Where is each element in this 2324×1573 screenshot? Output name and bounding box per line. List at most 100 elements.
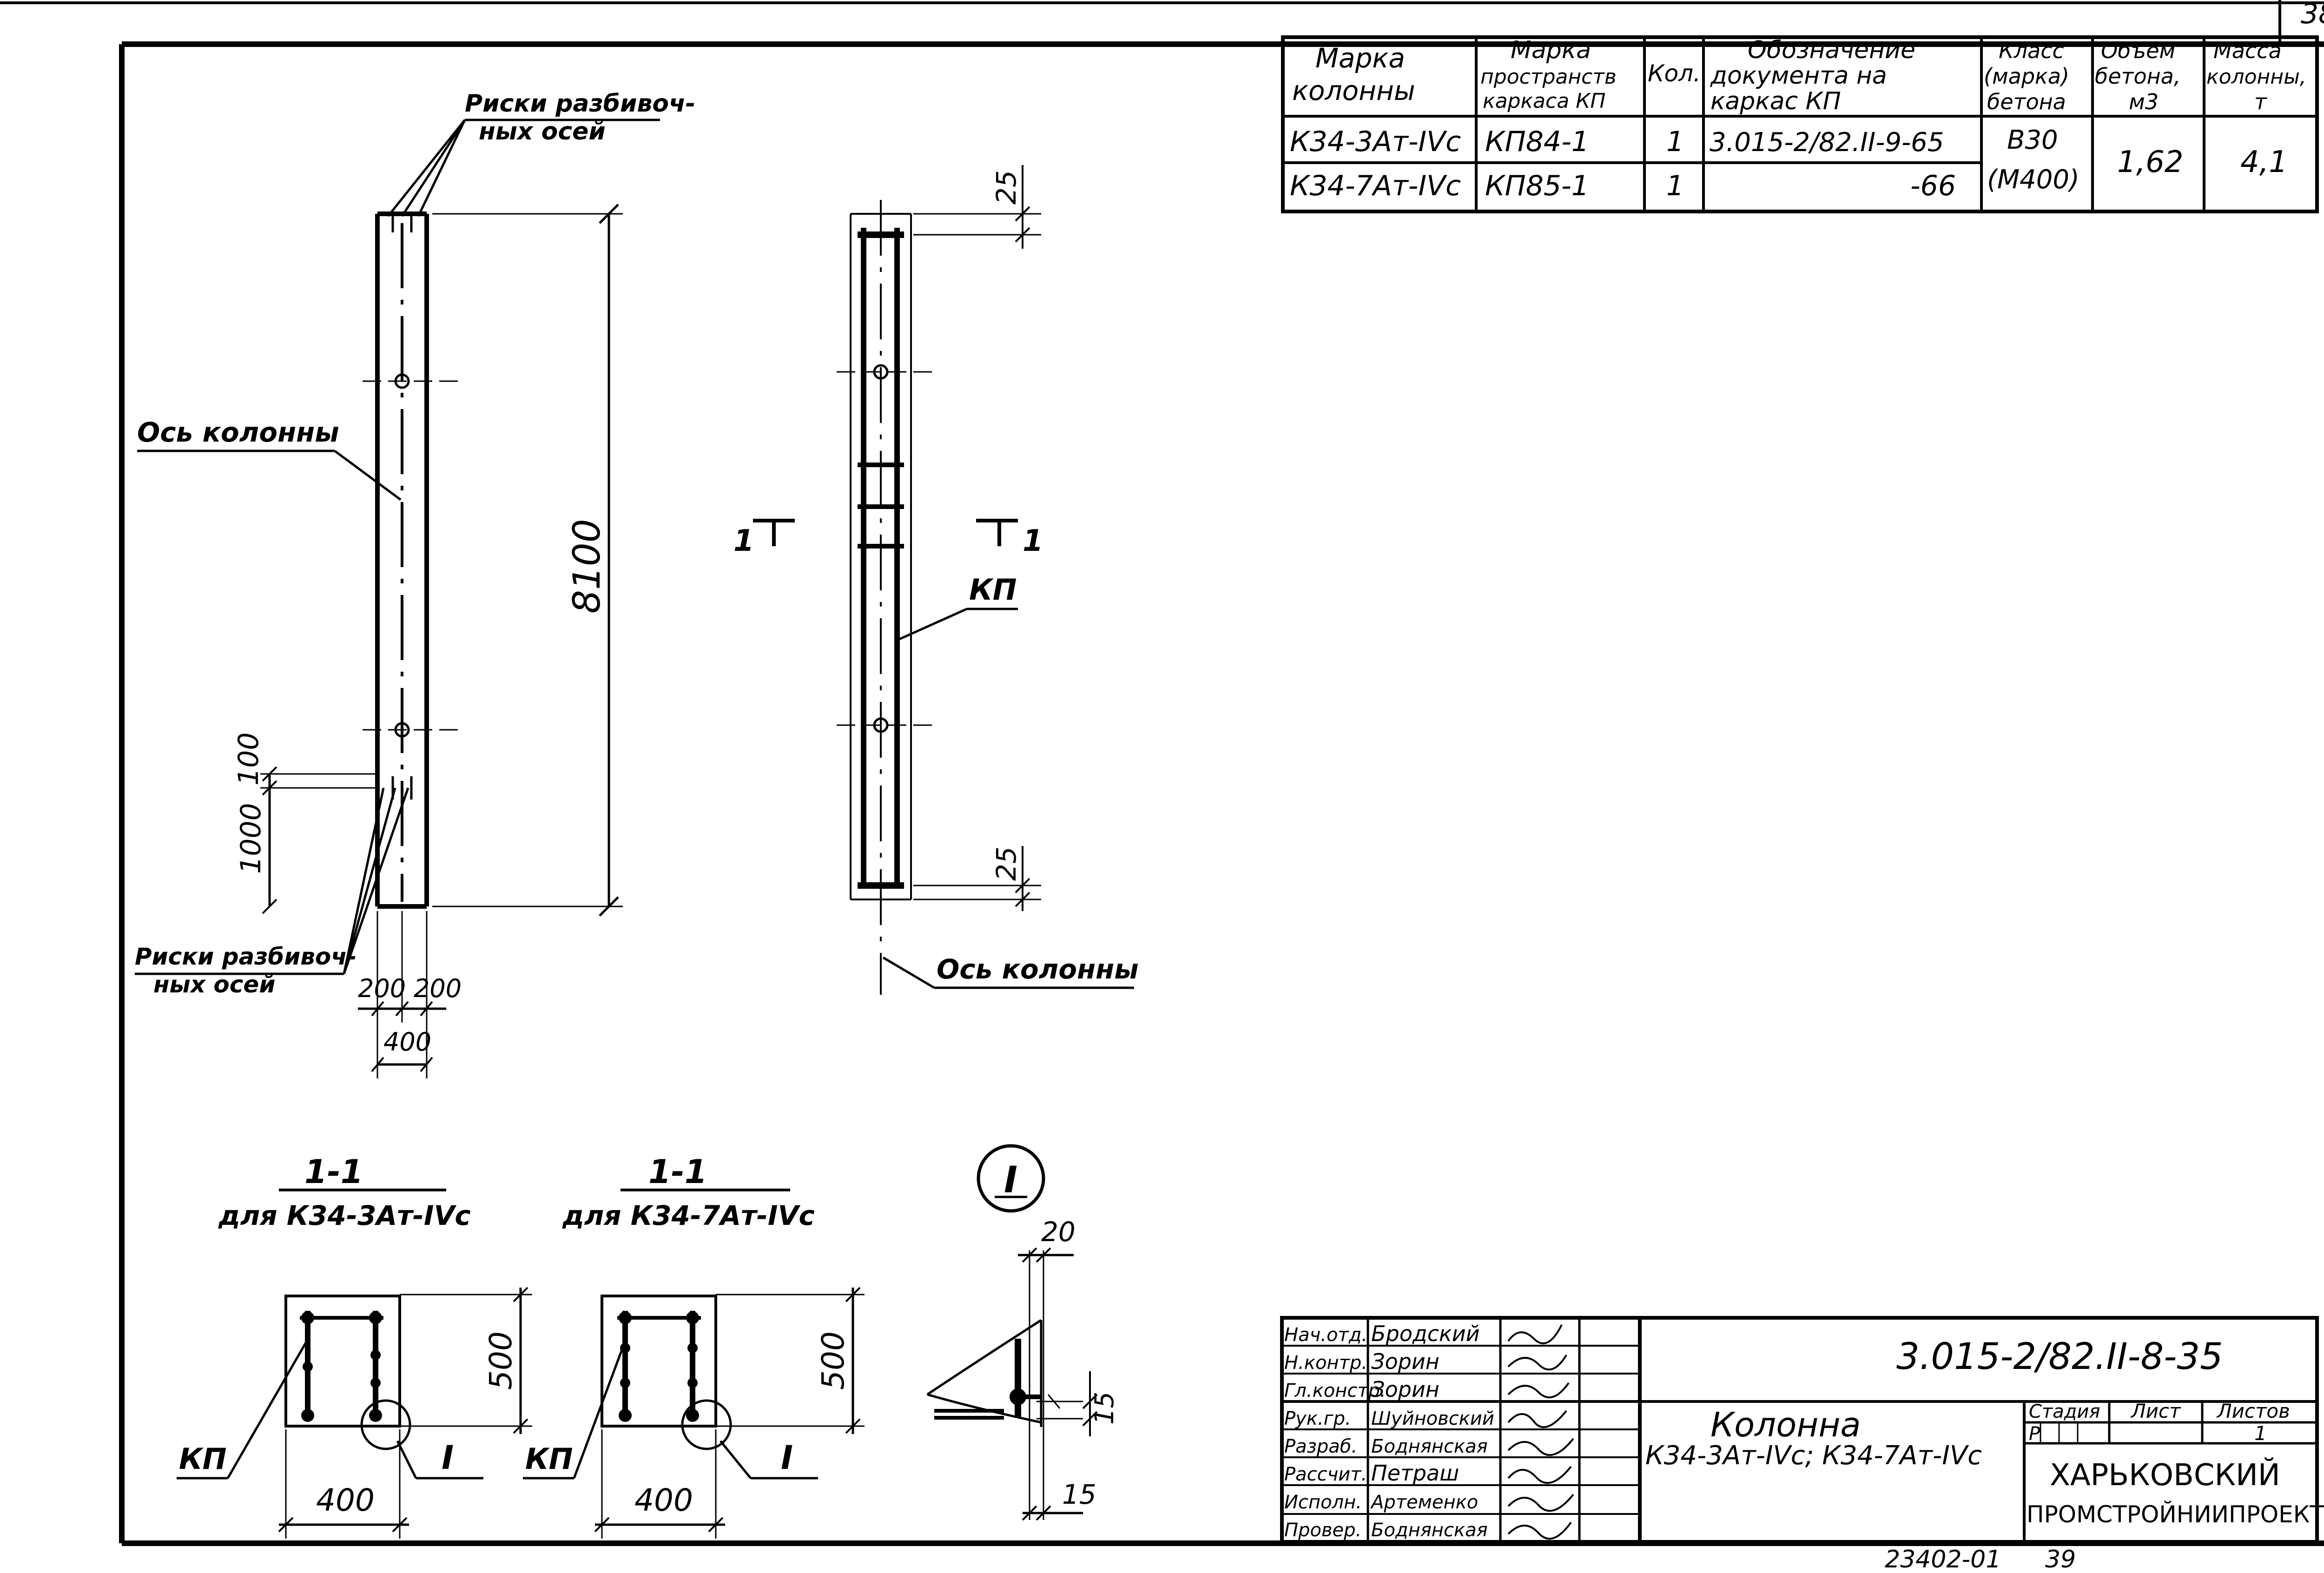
org-name-line1: ХАРЬКОВСКИЙ [2050, 1457, 2280, 1493]
row1-doc: 3.015-2/82.II-9-65 [1710, 127, 1944, 158]
spec-header-row: Марка колонны Марка пространств каркаса … [1292, 36, 2306, 115]
item-name: Колонна [1710, 1405, 1861, 1444]
page-number: 39 [2045, 1546, 2076, 1573]
sheet-header: Лист [2130, 1400, 2181, 1422]
role-calculator: Рассчит. [1284, 1464, 1367, 1485]
header-class-3: бетона [1987, 89, 2066, 114]
label-axis-marks-bottom-1: Риски разбивоч- [135, 943, 357, 970]
header-frame-mark-3: каркаса КП [1483, 89, 1605, 113]
detail-dim-20: 20 [1041, 1216, 1076, 1248]
role-checker: Провер. [1284, 1520, 1361, 1541]
name-chief-designer: Зорин [1371, 1377, 1439, 1402]
section-1-detail-ref: I [442, 1439, 454, 1477]
name-executor: Артеменко [1370, 1492, 1478, 1513]
org-name-line2: ПРОМСТРОЙНИИПРОЕКТ [2027, 1500, 2324, 1528]
role-developer: Разраб. [1284, 1436, 1357, 1457]
dim-25-top: 25 [990, 170, 1022, 205]
stage-value: Р [2029, 1423, 2040, 1445]
archive-number: 23402-01 [1885, 1546, 2001, 1573]
section-1-title: 1-1 [304, 1153, 363, 1191]
header-column-mark-2: колонны [1292, 75, 1415, 106]
spec-table: Марка колонны Марка пространств каркаса … [1281, 35, 2319, 213]
concrete-grade: (М400) [1987, 165, 2080, 195]
section-1-dim-500: 500 [483, 1331, 519, 1390]
signatures [1507, 1324, 1574, 1540]
label-axis-marks-bottom-2: ных осей [153, 971, 275, 998]
row2-qty: 1 [1666, 170, 1684, 202]
row2-column-mark: К34-7Ат-IVс [1290, 170, 1461, 202]
header-mass-1: Масса [2213, 38, 2282, 63]
concrete-class: В30 [2007, 125, 2058, 155]
section-2-dim-400: 400 [634, 1482, 693, 1518]
row2-frame-mark: КП85-1 [1485, 170, 1589, 202]
dim-200-right: 200 [414, 974, 462, 1003]
label-axis-marks-top-2: ных осей [479, 118, 606, 145]
footer: 23402-01 39 [1885, 1546, 2076, 1573]
column-elevation: Риски разбивоч- ных осей Ось колонны Рис… [135, 90, 695, 1078]
section-2-subtitle: для К34-7Ат-IVс [562, 1200, 815, 1231]
detail-i: I 20 15 15 [926, 1144, 1120, 1521]
header-column-mark-1: Марка [1315, 42, 1405, 74]
name-norm-control: Зорин [1371, 1349, 1439, 1374]
section-1-1-first: 1-1 для К34-3Ат-IVс 500 400 КП I [177, 1153, 532, 1539]
concrete-volume: 1,62 [2117, 145, 2184, 179]
dim-height-8100: 8100 [565, 519, 608, 614]
sheets-value: 1 [2254, 1422, 2267, 1445]
label-kp-cage: КП [969, 573, 1017, 607]
row1-qty: 1 [1666, 126, 1684, 158]
header-mass-3: т [2254, 89, 2267, 114]
role-chief-designer: Гл.констр. [1284, 1380, 1386, 1401]
name-head-dept: Бродский [1371, 1321, 1480, 1346]
header-mass-2: колонны, [2206, 65, 2306, 89]
header-frame-mark-2: пространств [1480, 65, 1617, 89]
header-class-1: Класс [1999, 38, 2064, 63]
section-1-subtitle: для К34-3Ат-IVс [218, 1200, 471, 1231]
header-volume-3: м3 [2129, 89, 2159, 114]
dim-25-bottom: 25 [990, 846, 1022, 881]
sheets-header: Листов [2216, 1400, 2290, 1422]
table-row: К34-7Ат-IVс КП85-1 1 -66 [1290, 170, 1956, 202]
role-head-dept: Нач.отд. [1284, 1324, 1367, 1346]
header-class-2: (марка) [1984, 64, 2069, 89]
section-mark-left: 1 [733, 524, 754, 558]
column-mass: 4,1 [2240, 145, 2288, 179]
row1-column-mark: К34-3Ат-IVс [1290, 126, 1461, 158]
detail-mark: I [1004, 1159, 1017, 1201]
name-calculator: Петраш [1371, 1461, 1459, 1486]
role-group-head: Рук.гр. [1284, 1408, 1351, 1429]
name-group-head: Шуйновский [1371, 1408, 1494, 1429]
dim-200-left: 200 [358, 974, 406, 1003]
section-2-dim-500: 500 [815, 1331, 851, 1390]
header-volume-1: Объем [2101, 38, 2175, 63]
table-row: К34-3Ат-IVс КП84-1 1 3.015-2/82.II-9-65 [1290, 126, 1944, 158]
title-block: Нач.отд. Н.контр. Гл.констр. Рук.гр. Раз… [1280, 1316, 2324, 1544]
header-frame-mark-1: Марка [1511, 36, 1591, 64]
section-1-dim-400: 400 [316, 1482, 375, 1518]
section-2-title: 1-1 [648, 1153, 707, 1191]
section-mark-right: 1 [1023, 524, 1043, 558]
item-marks: К34-3Ат-IVс; К34-7Ат-IVс [1645, 1441, 1982, 1471]
header-volume-2: бетона, [2095, 64, 2181, 89]
name-checker: Боднянская [1371, 1520, 1488, 1541]
role-norm-control: Н.контр. [1284, 1352, 1367, 1374]
header-doc-2: документа на [1710, 62, 1887, 90]
row1-frame-mark: КП84-1 [1485, 126, 1589, 158]
section-1-1-second: 1-1 для К34-7Ат-IVс 500 400 КП I [523, 1153, 865, 1539]
section-1-label-kp: КП [179, 1442, 227, 1476]
label-column-axis-elevation: Ось колонны [137, 416, 339, 448]
section-2-detail-ref: I [781, 1439, 793, 1477]
dim-100: 100 [232, 732, 265, 786]
detail-dim-15-horizontal: 15 [1062, 1479, 1096, 1510]
detail-dim-15-vertical: 15 [1089, 1392, 1120, 1425]
row2-doc: -66 [1910, 170, 1956, 202]
document-code: 3.015-2/82.II-8-35 [1896, 1336, 2223, 1378]
header-doc-3: каркас КП [1710, 87, 1841, 115]
header-qty: Кол. [1648, 60, 1701, 87]
label-column-axis-cage: Ось колонны [937, 953, 1139, 985]
sheet-corner-number: 38 [2301, 0, 2324, 30]
section-2-label-kp: КП [525, 1442, 573, 1476]
label-axis-marks-top-1: Риски разбивоч- [465, 90, 695, 118]
cage-view: 1 1 КП 25 25 Ось колонны [733, 165, 1139, 995]
